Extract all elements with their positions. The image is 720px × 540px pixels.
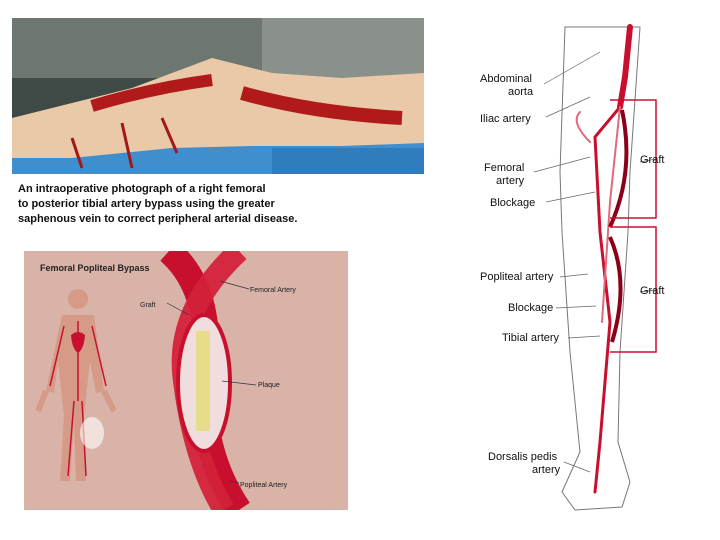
body-figure	[35, 289, 117, 481]
label-aorta: aorta	[508, 86, 534, 98]
lower-graft-vessel	[608, 236, 623, 343]
leg-outline	[559, 26, 641, 511]
fpb-plaque-label: Plaque	[258, 382, 280, 389]
fpb-popliteal-artery-label: Popliteal Artery	[240, 482, 288, 489]
fpb-femoral-artery-label: Femoral Artery	[250, 287, 296, 294]
caption-line-3: saphenous vein to correct peripheral art…	[18, 213, 298, 225]
caption-line-2: to posterior tibial artery bypass using …	[18, 198, 275, 210]
label-tibial-artery: Tibial artery	[502, 332, 560, 344]
upper-graft-vessel	[608, 109, 629, 228]
photo-caption: An intraoperative photograph of a right …	[18, 182, 418, 227]
label-iliac-artery: Iliac artery	[480, 113, 531, 125]
label-graft-upper: Graft	[640, 154, 664, 166]
label-blockage-upper: Blockage	[490, 197, 535, 209]
lower-graft-bracket	[610, 226, 657, 353]
label-graft-lower: Graft	[640, 285, 664, 297]
label-popliteal-artery: Popliteal artery	[480, 271, 554, 283]
fpb-title: Femoral Popliteal Bypass	[40, 263, 150, 273]
label-dorsalis-pedis: Dorsalis pedis	[488, 451, 558, 463]
intraoperative-photo	[12, 18, 424, 174]
label-femoral: Femoral	[484, 162, 524, 174]
artery-tree	[575, 24, 633, 494]
leg-artery-diagram: Abdominal aorta Iliac artery Femoral art…	[480, 24, 664, 511]
label-femoral-artery: artery	[496, 175, 525, 187]
caption-line-1: An intraoperative photograph of a right …	[18, 183, 266, 195]
plaque-deposit	[196, 331, 210, 431]
label-blockage-lower: Blockage	[508, 302, 553, 314]
label-dorsalis-artery: artery	[532, 464, 561, 476]
fpb-graft-label: Graft	[140, 302, 156, 309]
label-abdominal: Abdominal	[480, 73, 532, 85]
femoral-popliteal-bypass-illustration: Femoral Popliteal Bypass Graft Femoral A…	[24, 251, 348, 510]
